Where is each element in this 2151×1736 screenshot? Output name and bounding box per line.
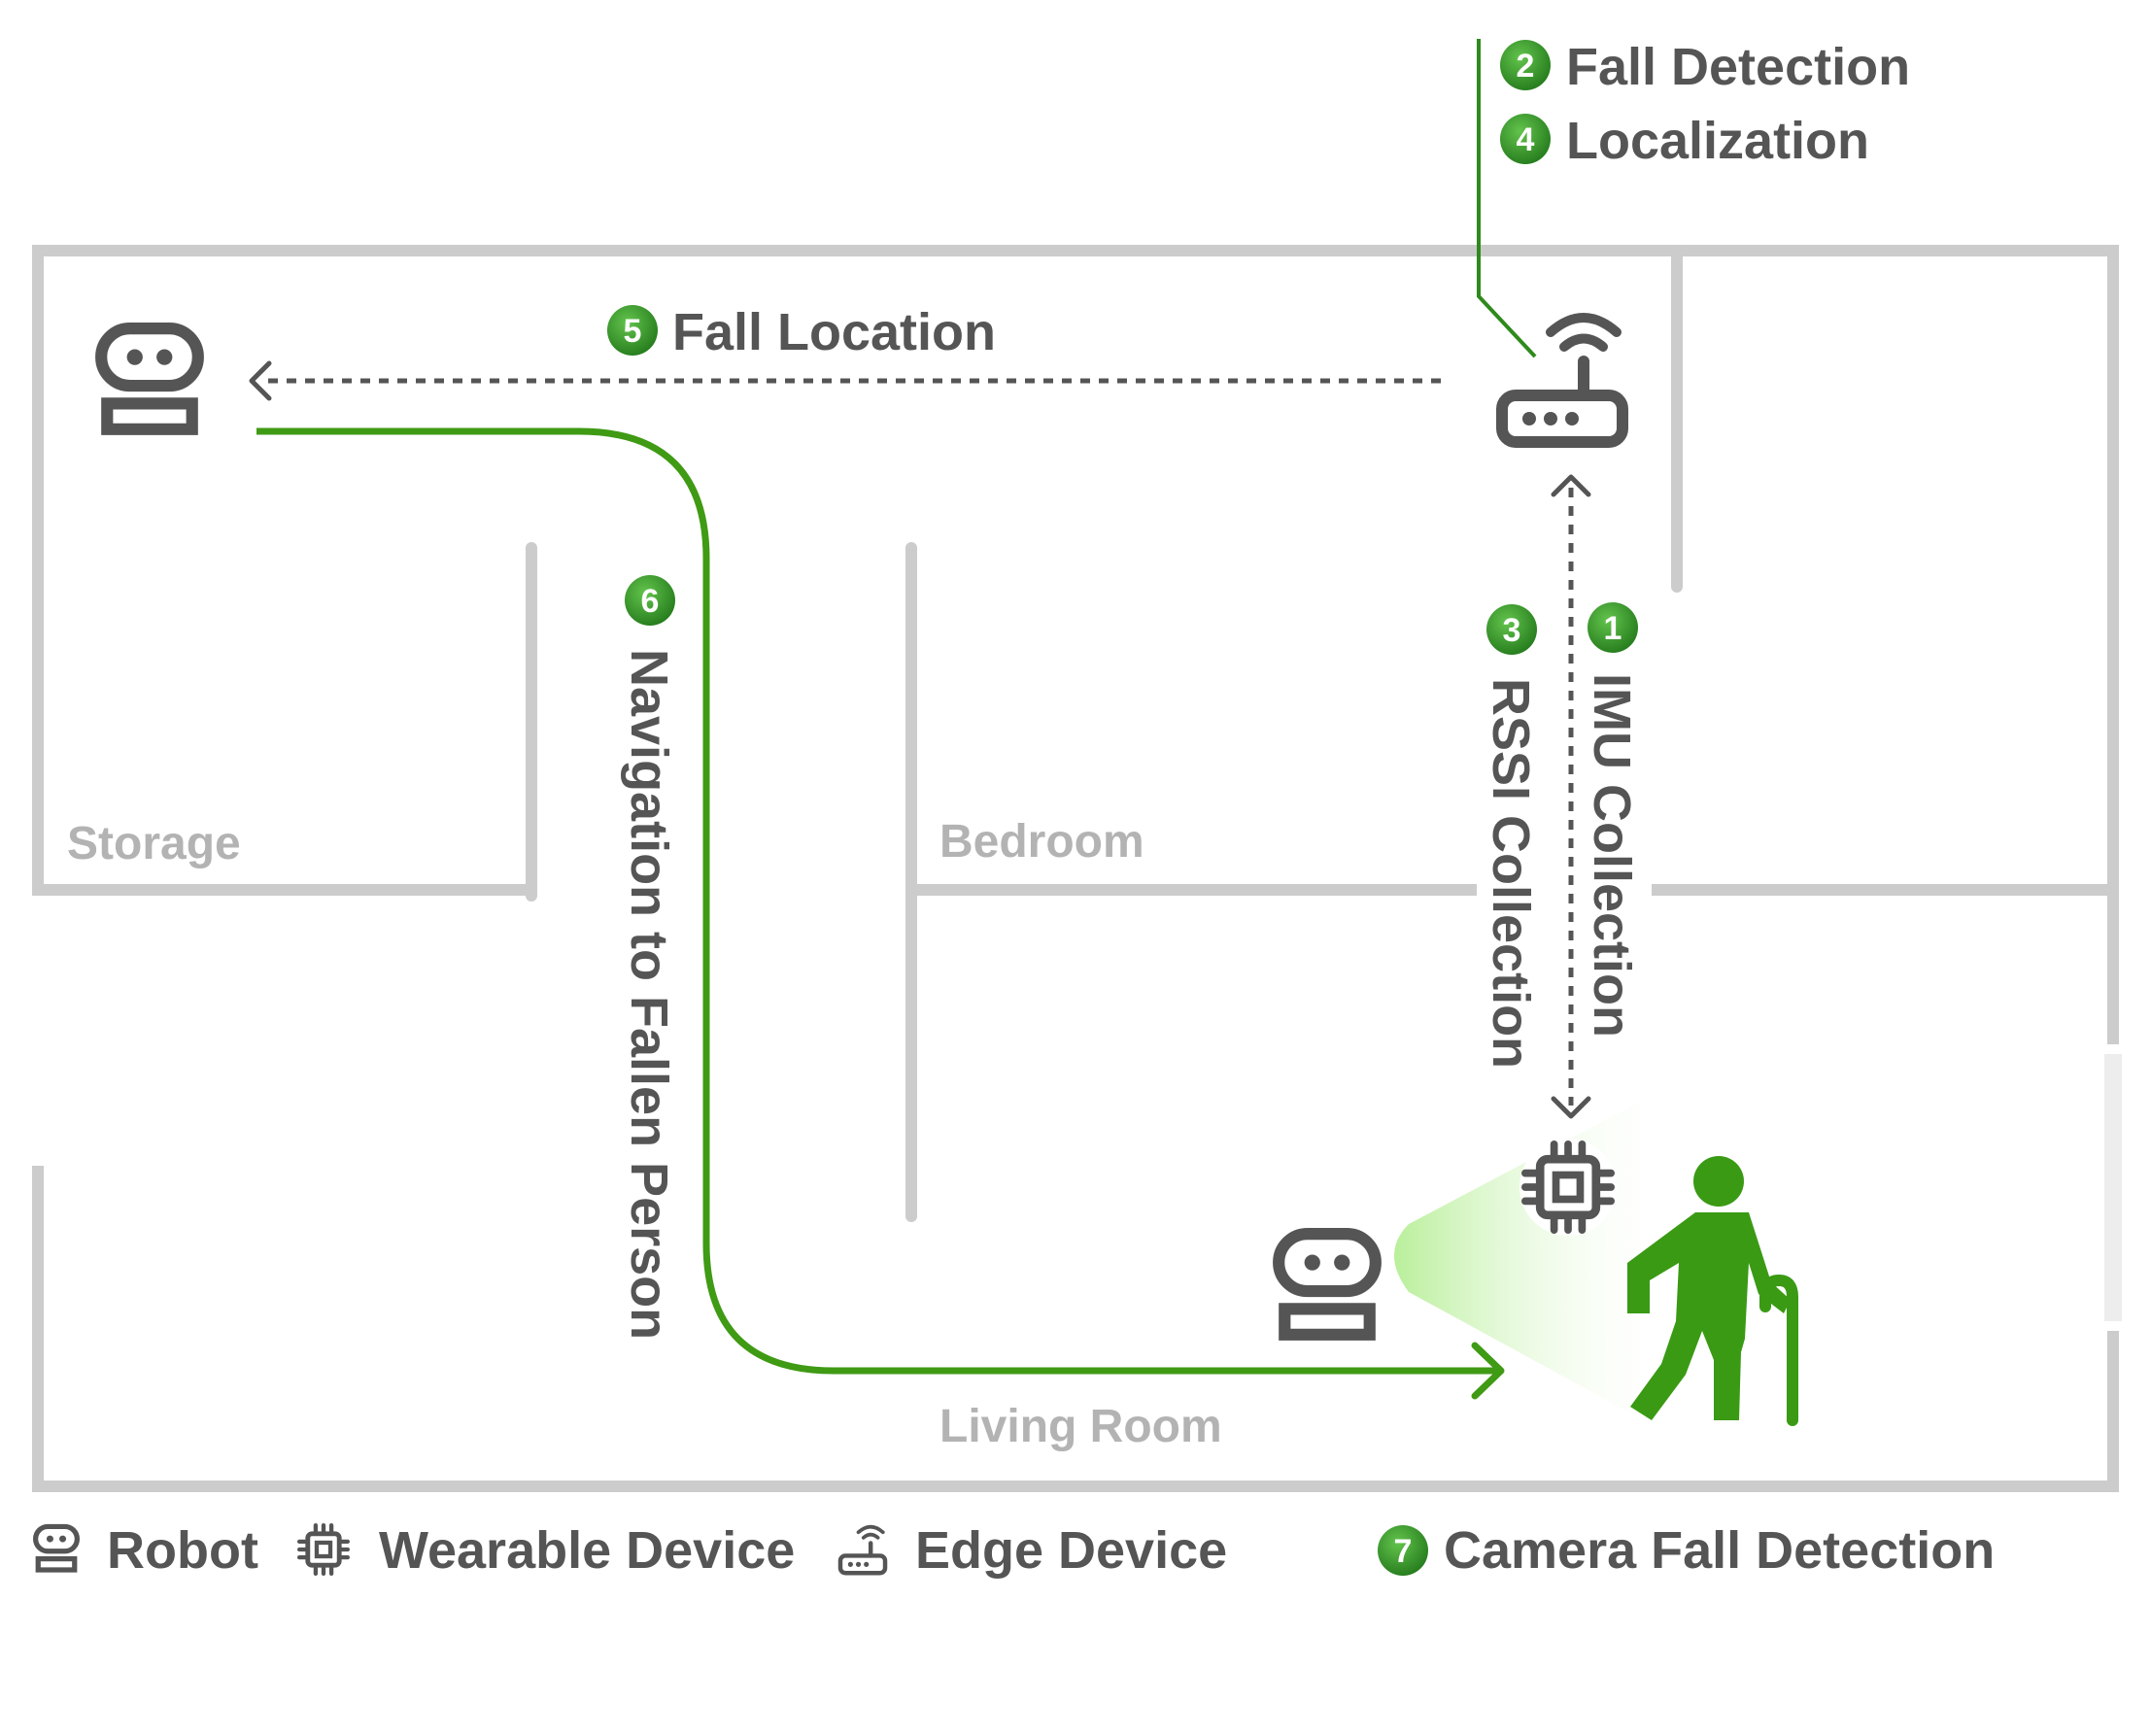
step-badge	[1500, 114, 1551, 164]
step-number: 4	[1517, 121, 1535, 158]
step-label: Fall Location	[672, 303, 996, 361]
step-3-rssi-collection: 3 RSSI Collection	[1482, 604, 1540, 1069]
step-badge	[625, 575, 675, 626]
step-7-camera-fall-detection: 7 Camera Fall Detection	[1378, 1521, 1995, 1580]
person-with-cane-icon	[1627, 1156, 1798, 1426]
legend-label-wearable: Wearable Device	[379, 1521, 795, 1580]
floorplan-walls	[32, 245, 2119, 1492]
wearable-chip-icon	[299, 1525, 348, 1574]
detection-leader-line	[1477, 39, 1537, 358]
navigation-path	[256, 427, 1505, 1400]
step-2-fall-detection: 2 Fall Detection	[1500, 38, 1910, 96]
fall-location-arrow	[249, 360, 1441, 401]
step-label: IMU Collection	[1583, 673, 1641, 1038]
legend-label-edge: Edge Device	[915, 1521, 1227, 1580]
step-label: Navigation to Fallen Person	[620, 649, 678, 1340]
robot-icon	[36, 1526, 78, 1572]
step-label: Localization	[1566, 112, 1869, 170]
step-badge	[1486, 604, 1537, 655]
step-label: Fall Detection	[1566, 38, 1910, 96]
robot-icon	[101, 328, 198, 435]
collection-arrow	[1551, 474, 1591, 1119]
door-opening-right	[2104, 1054, 2122, 1321]
step-badge	[1588, 602, 1638, 653]
step-badge	[1378, 1525, 1428, 1576]
legend-item-wearable: Wearable Device	[299, 1521, 795, 1580]
room-label-bedroom: Bedroom	[939, 816, 1144, 868]
room-label-living-room: Living Room	[939, 1401, 1222, 1452]
step-number: 3	[1503, 612, 1521, 649]
robot-icon	[1279, 1234, 1376, 1341]
legend-label-robot: Robot	[107, 1521, 258, 1580]
step-number: 2	[1517, 48, 1535, 85]
edge-router-icon	[840, 1527, 885, 1574]
step-label: RSSI Collection	[1482, 678, 1540, 1069]
step-badge	[1500, 40, 1551, 90]
legend: Robot Wearable Device Edge Device 7 Came…	[36, 1521, 1995, 1580]
step-6-navigation: 6 Navigation to Fallen Person	[620, 575, 678, 1340]
step-number: 5	[624, 313, 642, 350]
step-number: 6	[641, 583, 660, 620]
legend-item-robot: Robot	[36, 1521, 258, 1580]
step-badge	[607, 305, 658, 356]
edge-router-icon	[1502, 318, 1622, 442]
room-label-storage: Storage	[67, 818, 241, 869]
step-1-imu-collection: 1 IMU Collection	[1583, 602, 1641, 1038]
step-5-fall-location: 5 Fall Location	[607, 303, 996, 361]
step-label: Camera Fall Detection	[1444, 1521, 1995, 1580]
step-4-localization: 4 Localization	[1500, 112, 1869, 170]
step-number: 1	[1604, 610, 1622, 647]
step-number: 7	[1394, 1533, 1413, 1570]
legend-item-edge: Edge Device	[840, 1521, 1227, 1580]
